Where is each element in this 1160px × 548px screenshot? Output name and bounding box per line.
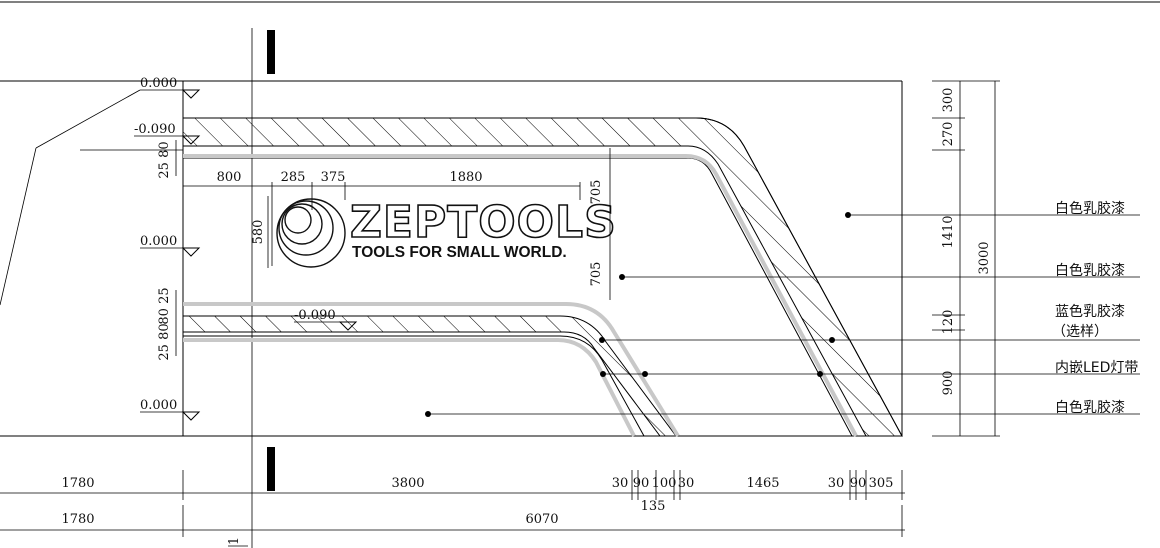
dim-375: 375	[321, 170, 346, 185]
dim-b1-30a: 30	[612, 476, 629, 491]
callout-white-paint-1: 白色乳胶漆	[1055, 200, 1125, 217]
dim-b1-100: 100	[652, 476, 677, 491]
logo-concentric-icon	[276, 198, 346, 268]
dim-285: 285	[281, 170, 306, 185]
level-recess-top: -0.090	[134, 122, 176, 137]
section-mark-bottom	[267, 447, 275, 491]
zeptools-logo: ZEPTOOLS TOOLS FOR SMALL WORLD.	[276, 196, 617, 268]
callout-sample-note: （选样）	[1052, 324, 1108, 340]
bottom-dims-row2: 1780 6070	[0, 505, 905, 537]
dim-b1-3800: 3800	[391, 476, 424, 491]
dim-3000: 3000	[977, 241, 992, 274]
dim-logo-580: 580	[251, 220, 266, 245]
led-strip-upper	[183, 154, 858, 437]
dim-b2-1780: 1780	[61, 512, 94, 527]
section-axis: 1	[227, 28, 275, 548]
dim-900: 900	[941, 371, 956, 396]
level-top: 0.000	[140, 76, 177, 91]
callouts: 白色乳胶漆 白色乳胶漆 蓝色乳胶漆 （选样） 内嵌LED灯带 白色乳胶漆	[425, 200, 1140, 417]
dim-left-mid: 80 25	[157, 287, 172, 324]
callout-white-paint-2: 白色乳胶漆	[1055, 262, 1125, 279]
dim-b1-30b: 30	[678, 476, 695, 491]
callout-blue-paint: 蓝色乳胶漆	[1055, 303, 1125, 320]
right-705-dims: 705 705	[589, 148, 611, 300]
bottom-dims-row1: 1780 3800 30 90 100 30 1465 30 90 305 13…	[0, 470, 905, 514]
logo-top-dims: 800 285 375 1880 580	[183, 170, 581, 268]
dim-left-lower: 25 80	[157, 323, 172, 360]
logo-wordmark: ZEPTOOLS	[350, 197, 617, 248]
right-column-dims: 300 270 1410 120 900 3000	[932, 80, 1000, 437]
dim-300: 300	[941, 88, 956, 113]
dim-left-upper: 25 80	[157, 141, 172, 178]
dim-b1-30c: 30	[828, 476, 845, 491]
lower-band-outline	[183, 335, 645, 437]
dim-b1-90b: 90	[850, 476, 867, 491]
dim-120: 120	[941, 310, 956, 335]
dim-1880: 1880	[449, 170, 482, 185]
left-small-dims: 25 80 80 25 25 80	[157, 140, 177, 361]
dim-b1-1780: 1780	[61, 476, 94, 491]
dim-b1-135: 135	[641, 499, 666, 514]
dim-b1-1465: 1465	[746, 476, 779, 491]
callout-led-strip: 内嵌LED灯带	[1055, 360, 1138, 376]
lower-recess-hatch	[182, 315, 677, 437]
logo-slogan: TOOLS FOR SMALL WORLD.	[352, 244, 567, 261]
level-recess-lower: -0.090	[294, 308, 336, 323]
callout-white-paint-3: 白色乳胶漆	[1055, 399, 1125, 416]
section-mark-top	[267, 30, 275, 74]
dim-1410: 1410	[941, 215, 956, 248]
dim-705-upper: 705	[589, 180, 604, 205]
dim-270: 270	[941, 122, 956, 147]
level-bottom: 0.000	[140, 398, 177, 413]
level-markers: 0.000 -0.090 0.000 -0.090 0.000	[134, 76, 358, 421]
led-strip-lower-top	[183, 302, 680, 438]
dim-b1-90a: 90	[633, 476, 650, 491]
dim-705-lower: 705	[589, 262, 604, 287]
dim-b2-6070: 6070	[525, 512, 558, 527]
dim-800: 800	[217, 170, 242, 185]
section-label: 1	[227, 537, 242, 545]
led-strip-lower-bottom	[183, 338, 636, 437]
dim-b1-305: 305	[869, 476, 894, 491]
upper-recess-hatch	[182, 117, 903, 437]
level-middle: 0.000	[140, 234, 177, 249]
